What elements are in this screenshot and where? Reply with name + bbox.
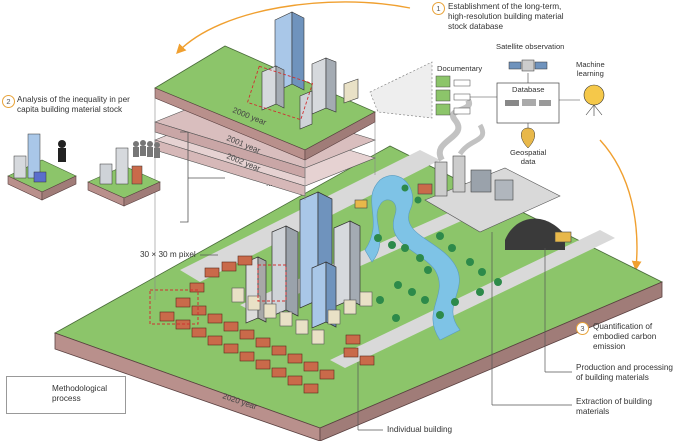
- database-schematic: [435, 59, 605, 149]
- pixel-dashed-box-2: [257, 264, 287, 302]
- inequality-diorama-right: [87, 140, 161, 207]
- layer-ellipsis: ...: [266, 179, 273, 188]
- callout-lines: [200, 232, 572, 431]
- step-1-text: Establishment of the long-term,high-reso…: [448, 2, 564, 31]
- legend: [6, 376, 126, 414]
- trees: [374, 184, 502, 322]
- satellite-label: Satellite observation: [496, 42, 565, 51]
- database-label: Database: [512, 85, 545, 94]
- inequality-bracket: [180, 131, 225, 223]
- pixel-dashed-box: [149, 289, 199, 325]
- projection-funnel: [369, 61, 433, 119]
- brick-houses: [159, 255, 375, 394]
- pixel-label: 30 × 30 m pixel: [140, 250, 196, 259]
- step-1-badge: 1: [432, 2, 445, 15]
- step-3-badge: 3: [576, 322, 589, 335]
- residential-blocks: [231, 287, 373, 345]
- documentary-label: Documentary: [437, 64, 483, 73]
- skyscraper-cluster: [245, 191, 361, 329]
- year-layers: [154, 11, 376, 197]
- process-arrow-right: [599, 139, 642, 271]
- guide-lines: [154, 98, 376, 300]
- inequality-diorama-left: [7, 133, 77, 201]
- process-arrow-top: [176, 1, 411, 55]
- step-2-badge: 2: [2, 95, 15, 108]
- individual-building-callout: Individual building: [387, 425, 453, 434]
- factory-area: [354, 98, 572, 250]
